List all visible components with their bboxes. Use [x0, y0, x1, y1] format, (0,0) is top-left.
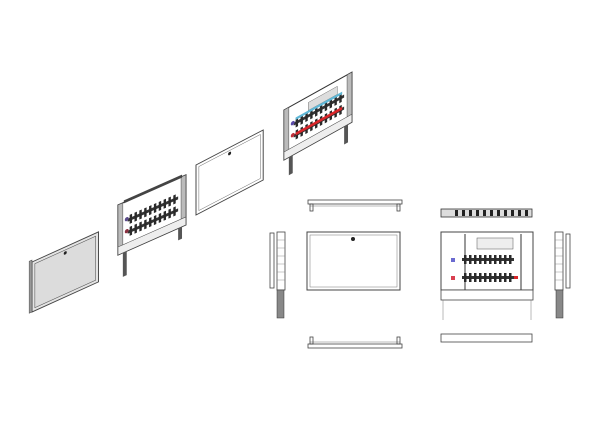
top-view [307, 199, 403, 212]
right-side-view [554, 231, 571, 319]
manifold-front-view [440, 231, 534, 320]
isometric-manifold-colored [283, 71, 353, 176]
front-cover-view [306, 231, 401, 291]
manifold-top-view [440, 208, 533, 218]
isometric-open-box-manifold [117, 174, 187, 277]
isometric-closed-box [28, 231, 100, 314]
manifold-bottom-view [440, 333, 533, 343]
bottom-view [307, 336, 403, 349]
isometric-cover [195, 129, 264, 216]
left-side-view [269, 231, 286, 319]
